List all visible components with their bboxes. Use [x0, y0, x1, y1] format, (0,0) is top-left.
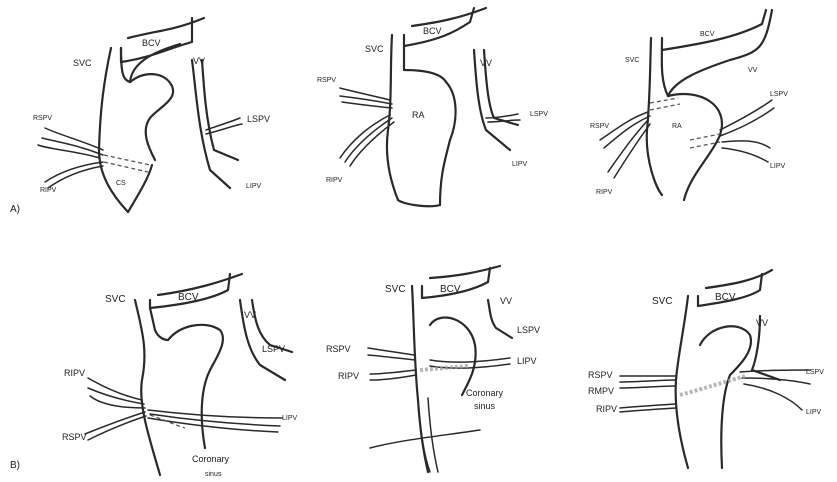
heart-loop — [430, 318, 476, 395]
label-lipv: LIPV — [246, 183, 262, 190]
lspv-lines — [720, 100, 774, 162]
vv-inner — [202, 60, 238, 160]
rspv-lines — [38, 128, 103, 158]
cs-band — [680, 376, 745, 395]
label-svc: SVC — [105, 294, 126, 305]
lipv-lines — [148, 410, 282, 432]
bcv-lower — [662, 10, 766, 50]
panel-label-a: A) — [10, 204, 20, 215]
label-lspv: LSPV — [806, 369, 824, 376]
diagram-a1: SVC BCV VV RSPV RIPV LSPV LIPV CS A) — [10, 18, 270, 215]
label-bcv: BCV — [178, 292, 199, 303]
diagram-a3: SVC BCV VV RSPV RIPV LSPV LIPV RA — [590, 10, 788, 200]
heart-loop — [130, 74, 173, 160]
label-ripv: RIPV — [64, 368, 85, 378]
rspv-lines — [600, 112, 650, 148]
ra-dashes — [650, 98, 680, 110]
diagram-b1: SVC BCV VV LSPV RIPV RSPV LIPV Coronary … — [10, 274, 298, 478]
label-lspv: LSPV — [247, 114, 270, 124]
rspv-lines — [85, 412, 146, 440]
label-ra: RA — [412, 110, 425, 120]
label-vv: VV — [500, 296, 512, 306]
label-bcv: BCV — [142, 38, 161, 48]
ra-bottom — [398, 200, 440, 206]
label-rspv: RSPV — [33, 115, 52, 122]
label-svc: SVC — [73, 58, 92, 68]
svc-left-wall — [135, 300, 160, 475]
label-lspv: LSPV — [262, 344, 285, 354]
label-ripv: RIPV — [326, 177, 343, 184]
ripv-lines — [620, 404, 676, 412]
label-rspv: RSPV — [62, 432, 87, 442]
ra-right — [440, 82, 456, 205]
label-cs-2: sinus — [205, 471, 222, 478]
svc-left-wall — [676, 296, 688, 468]
heart-loop — [168, 325, 223, 448]
label-lspv: LSPV — [530, 111, 548, 118]
label-lspv: LSPV — [770, 91, 788, 98]
label-ripv: RIPV — [596, 404, 617, 414]
svc-right-wall — [121, 48, 130, 82]
label-ripv: RIPV — [596, 189, 613, 196]
lspv-lines — [486, 114, 520, 122]
label-lipv: LIPV — [517, 356, 537, 366]
label-lipv: LIPV — [512, 161, 528, 168]
label-bcv: BCV — [440, 284, 461, 295]
ivc-lines — [418, 398, 438, 472]
label-cs-1: Coronary — [192, 454, 230, 464]
label-vv: VV — [756, 318, 768, 328]
label-vv: VV — [480, 58, 492, 68]
label-cs-1: Coronary — [466, 388, 504, 398]
label-bcv: BCV — [715, 292, 736, 303]
label-rspv: RSPV — [317, 77, 336, 84]
label-cs-2: sinus — [474, 401, 496, 411]
rspv-lines — [340, 88, 392, 108]
ripv-lines — [45, 162, 103, 188]
label-bcv: BCV — [700, 31, 715, 38]
cs-right — [128, 165, 152, 212]
label-vv: VV — [193, 56, 205, 66]
heart-loop — [700, 326, 751, 468]
diagram-a2: SVC BCV VV RSPV RIPV LSPV LIPV RA — [317, 8, 548, 206]
rspv-ripv-lines — [368, 348, 416, 380]
diagram-b2: SVC BCV VV LSPV RSPV RIPV LIPV Coronary … — [326, 266, 540, 472]
label-svc: SVC — [365, 44, 384, 54]
label-rspv: RSPV — [590, 123, 609, 130]
ra-top — [404, 46, 446, 82]
label-svc: SVC — [652, 296, 673, 307]
label-ra: RA — [672, 123, 682, 130]
ra-right — [668, 94, 722, 200]
label-ripv: RIPV — [40, 187, 57, 194]
ripv-lines — [88, 378, 145, 408]
label-svc: SVC — [385, 284, 406, 295]
panel-label-b: B) — [10, 460, 20, 471]
label-cs: CS — [116, 180, 126, 187]
label-lipv: LIPV — [282, 415, 298, 422]
label-vv: VV — [244, 310, 256, 320]
label-ripv: RIPV — [338, 371, 359, 381]
bcv-upper — [412, 8, 486, 26]
label-bcv: BCV — [423, 26, 442, 36]
lspv-lipv-lines — [740, 370, 810, 410]
diagram-b3: SVC BCV VV RSPV RMPV RIPV LSPV LIPV — [588, 270, 824, 468]
bcv-inner — [668, 10, 772, 96]
label-lipv: LIPV — [806, 409, 822, 416]
label-vv: VV — [748, 67, 758, 74]
rspv-lines — [620, 376, 676, 382]
lspv-lines — [206, 118, 242, 134]
label-lspv: LSPV — [517, 325, 540, 335]
ripv-lines — [340, 115, 394, 166]
svc-left-wall — [412, 286, 428, 472]
label-lipv: LIPV — [770, 163, 786, 170]
svc-right-wall — [150, 308, 168, 340]
label-rspv: RSPV — [588, 370, 613, 380]
rmpv-lines — [620, 386, 676, 388]
svc-right-wall — [662, 38, 668, 96]
label-rspv: RSPV — [326, 344, 351, 354]
cs-dashes — [104, 155, 150, 172]
label-rmpv: RMPV — [588, 386, 614, 396]
baseline — [370, 430, 480, 448]
label-svc: SVC — [625, 57, 639, 64]
